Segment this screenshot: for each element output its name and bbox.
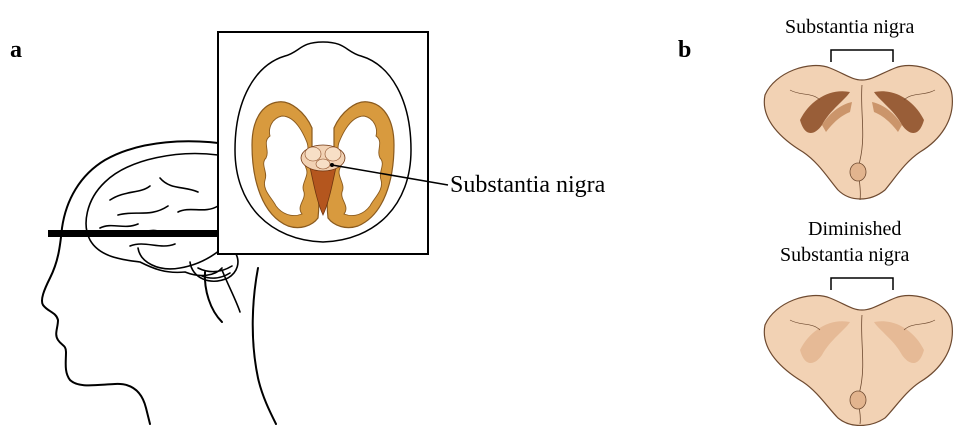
panel-b-normal-label: Substantia nigra bbox=[785, 16, 914, 39]
midbrain-structure bbox=[301, 145, 345, 171]
normal-bracket bbox=[831, 50, 893, 62]
axial-brain-section bbox=[235, 42, 411, 242]
diminished-midbrain-section bbox=[764, 296, 952, 426]
diminished-bracket bbox=[831, 278, 893, 290]
panel-b-diminished-line1: Diminished bbox=[808, 218, 901, 241]
normal-midbrain-section bbox=[764, 66, 952, 200]
section-plane-bar bbox=[48, 230, 226, 237]
panel-a-substantia-nigra-label: Substantia nigra bbox=[450, 172, 605, 200]
panel-b-diminished-line2: Substantia nigra bbox=[780, 244, 909, 267]
